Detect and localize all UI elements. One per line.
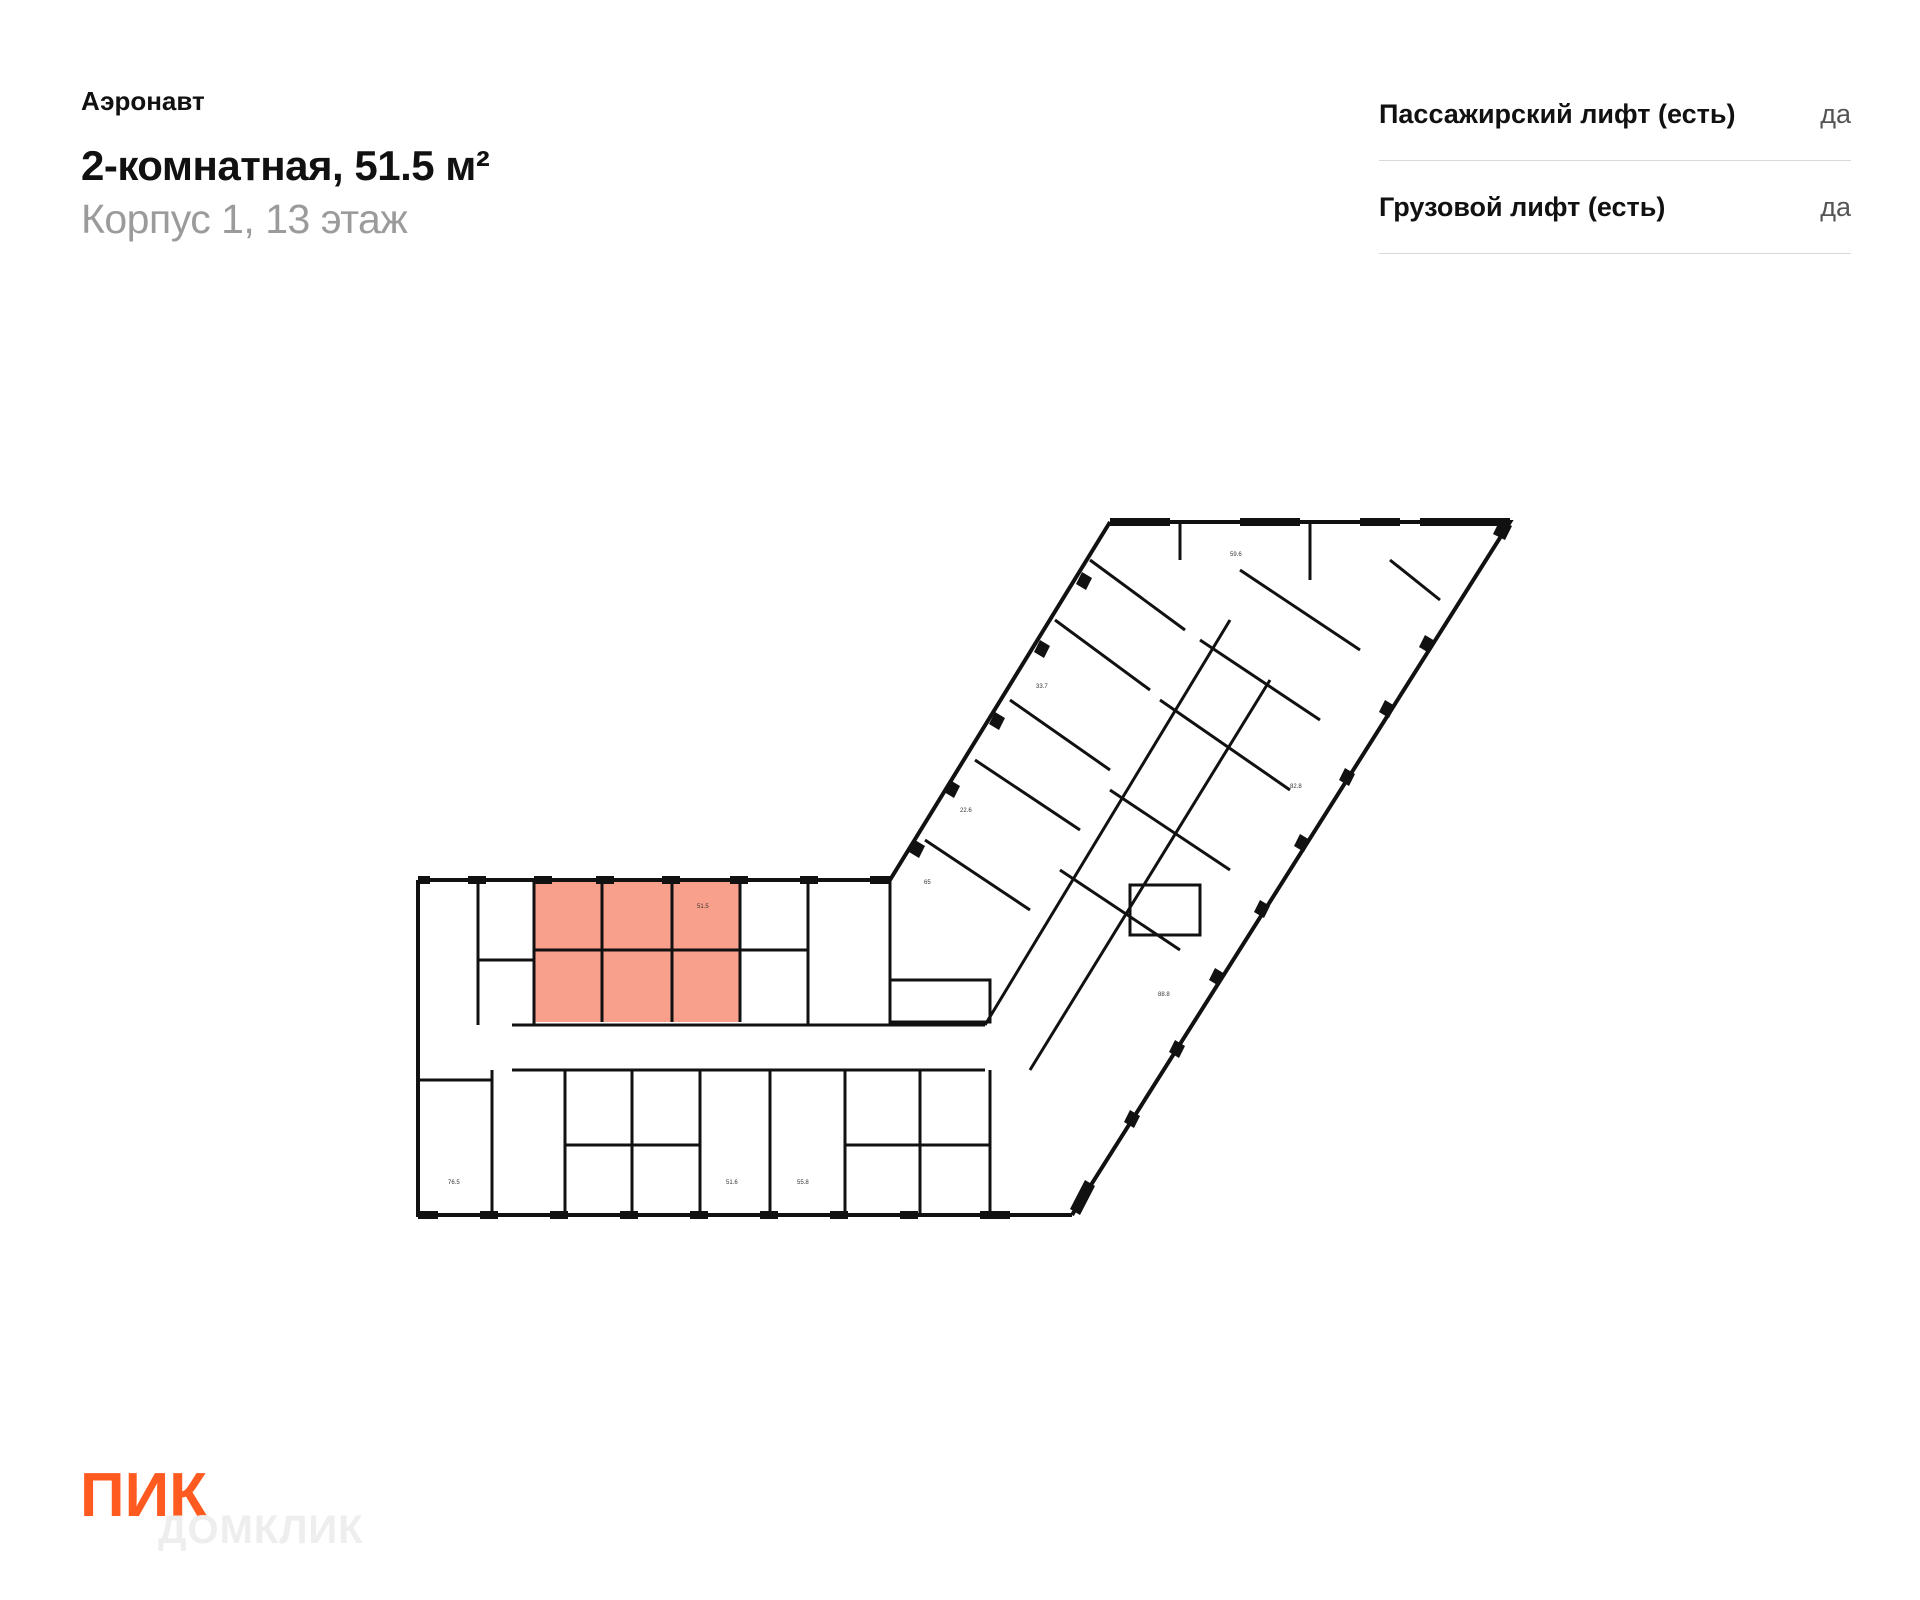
apt-area-label: 51.5 xyxy=(697,904,709,910)
apt-area-label: 59.6 xyxy=(1230,552,1242,558)
pik-logo: ПИК xyxy=(80,1464,207,1524)
pik-logo-text: ПИК xyxy=(80,1464,207,1524)
feature-value: да xyxy=(1820,98,1851,129)
apt-area-label: 33.7 xyxy=(1036,684,1048,690)
apt-area-label: 65 xyxy=(924,880,931,886)
feature-name: Пассажирский лифт (есть) xyxy=(1379,98,1736,129)
apt-area-label: 88.8 xyxy=(1158,992,1170,998)
feature-name: Грузовой лифт (есть) xyxy=(1379,191,1666,222)
feature-freight-lift: Грузовой лифт (есть) да xyxy=(1379,161,1851,254)
apt-area-label: 51.6 xyxy=(726,1180,738,1186)
feature-passenger-lift: Пассажирский лифт (есть) да xyxy=(1379,68,1851,161)
apt-area-label: 82.8 xyxy=(1290,784,1302,790)
feature-value: да xyxy=(1820,191,1851,222)
apt-area-label: 22.6 xyxy=(960,808,972,814)
domclick-watermark: ДОМКЛИК xyxy=(158,1508,364,1552)
building-floor: Корпус 1, 13 этаж xyxy=(81,196,408,242)
project-name: Аэронавт xyxy=(81,86,205,116)
apartment-title: 2-комнатная, 51.5 м² xyxy=(81,142,490,189)
apt-area-label: 55.8 xyxy=(797,1180,809,1186)
apt-area-label: 76.5 xyxy=(448,1180,460,1186)
features-list: Пассажирский лифт (есть) да Грузовой лиф… xyxy=(1379,68,1851,254)
